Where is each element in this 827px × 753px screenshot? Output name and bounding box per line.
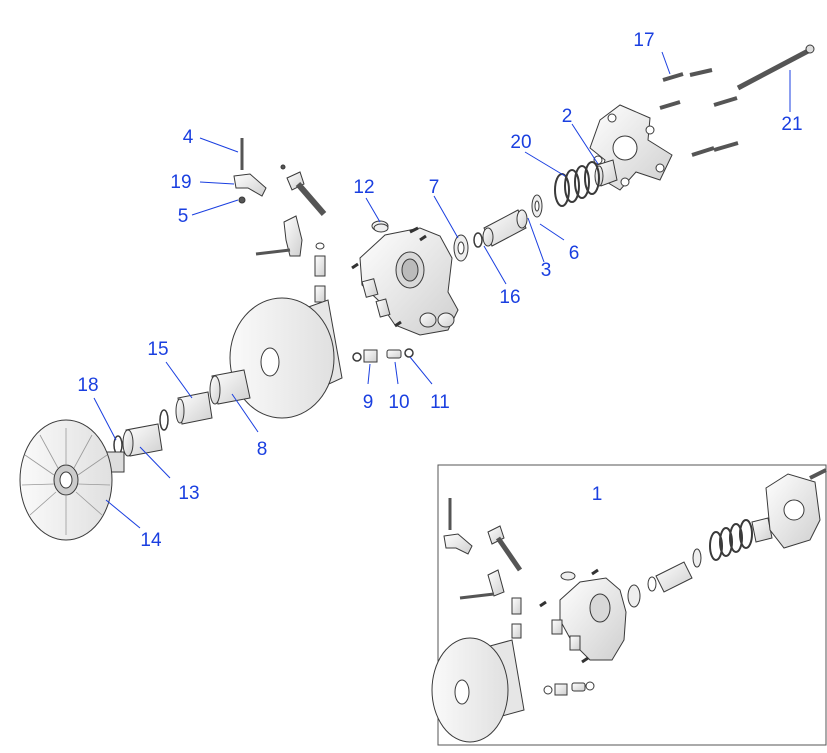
callout-21: 21 bbox=[781, 114, 802, 135]
washer-part bbox=[531, 194, 543, 218]
cam-roller-part bbox=[352, 348, 414, 363]
puck-part bbox=[373, 223, 389, 233]
callout-7: 7 bbox=[429, 177, 440, 198]
sleeve-part bbox=[482, 209, 528, 247]
callout-10: 10 bbox=[388, 392, 409, 413]
callout-20: 20 bbox=[510, 132, 531, 153]
snap-ring-part bbox=[473, 232, 483, 248]
callout-18: 18 bbox=[77, 375, 98, 396]
callout-9: 9 bbox=[363, 392, 374, 413]
bushing-8-part bbox=[209, 369, 251, 405]
callout-15: 15 bbox=[147, 339, 168, 360]
callout-labels: 1 2 3 4 5 6 7 8 9 10 11 12 13 14 15 16 1… bbox=[77, 30, 802, 551]
roller-part bbox=[361, 278, 391, 318]
callout-8: 8 bbox=[257, 439, 268, 460]
spacer-part bbox=[175, 391, 213, 425]
callout-13: 13 bbox=[178, 483, 199, 504]
spring-part bbox=[554, 161, 600, 207]
pin-part bbox=[351, 226, 427, 328]
fixed-sheave-part bbox=[19, 419, 125, 541]
ring-part bbox=[159, 409, 169, 431]
bolt-part bbox=[659, 68, 739, 157]
callout-2: 2 bbox=[562, 106, 573, 127]
callout-5: 5 bbox=[178, 206, 189, 227]
flat-washer-part bbox=[453, 234, 469, 262]
leader-lines bbox=[93, 51, 791, 529]
callout-1: 1 bbox=[592, 484, 603, 505]
callout-17: 17 bbox=[633, 30, 654, 51]
moveable-sheave-part bbox=[229, 297, 343, 419]
flyweight-part bbox=[233, 138, 267, 204]
sheave-housing-part bbox=[359, 220, 459, 336]
bearing-part bbox=[122, 423, 163, 457]
callout-3: 3 bbox=[541, 260, 552, 281]
weight-pin-part bbox=[280, 164, 327, 216]
callout-12: 12 bbox=[353, 177, 374, 198]
callout-11: 11 bbox=[430, 392, 450, 413]
callout-6: 6 bbox=[569, 243, 580, 264]
callout-19: 19 bbox=[170, 172, 191, 193]
assembly-inset bbox=[431, 464, 827, 746]
callout-14: 14 bbox=[140, 530, 162, 551]
long-bolt-part bbox=[736, 44, 815, 91]
flyweight-part-2 bbox=[255, 215, 303, 257]
callout-16: 16 bbox=[499, 287, 520, 308]
callout-4: 4 bbox=[183, 127, 194, 148]
